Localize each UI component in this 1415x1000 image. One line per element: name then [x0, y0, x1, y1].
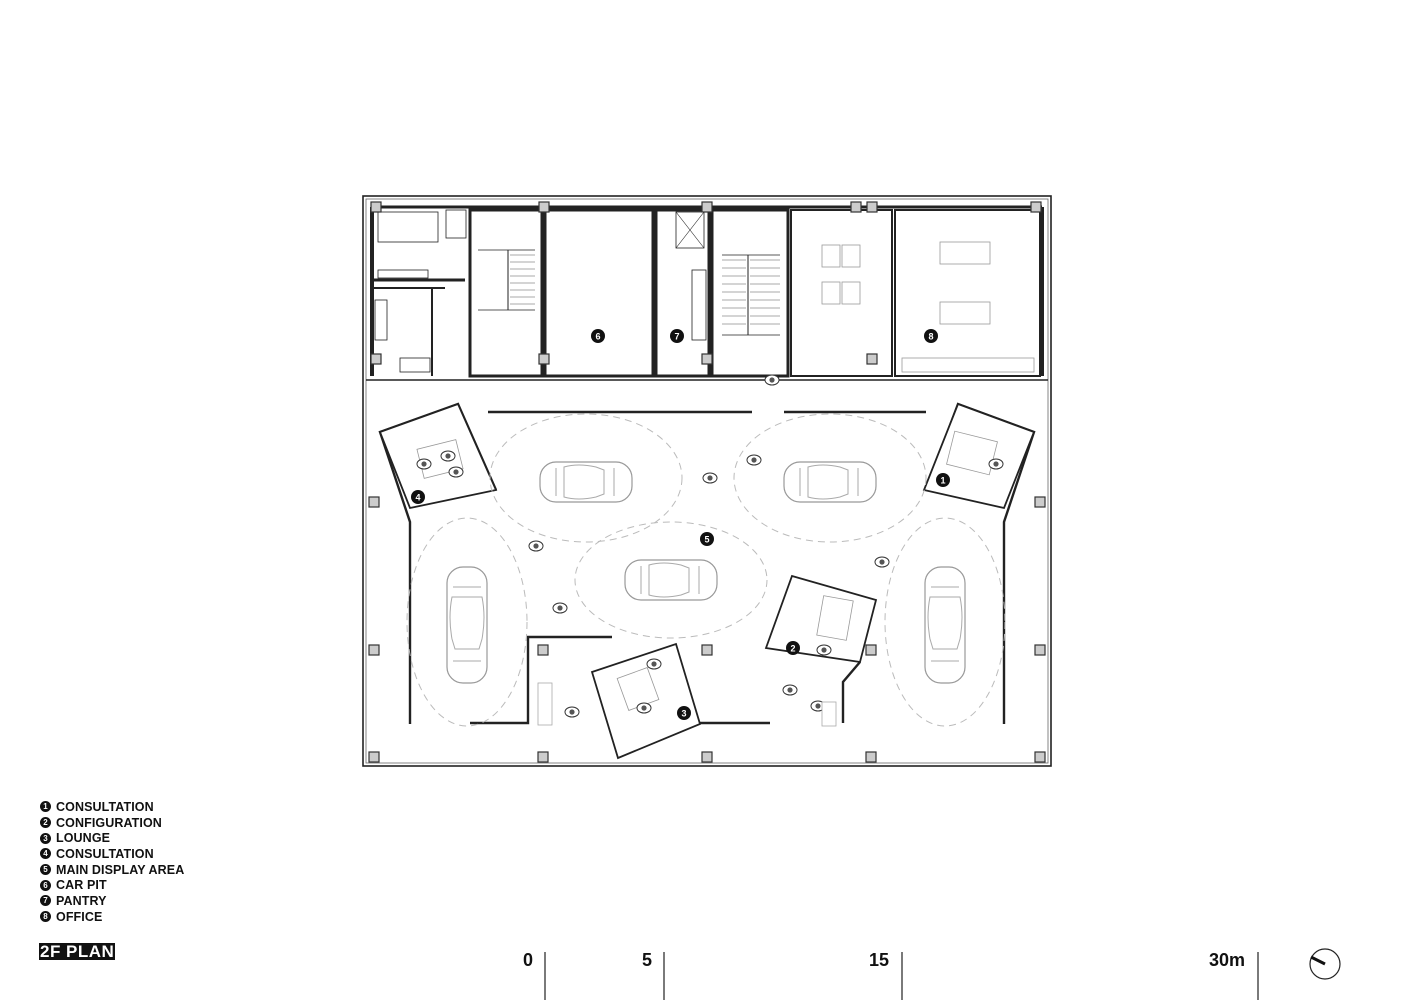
legend-number: 6	[40, 879, 51, 891]
display-zones	[406, 413, 1006, 727]
scale-tick-label: 30m	[1209, 950, 1246, 970]
car-icon	[446, 566, 488, 684]
room-marker-3: 3	[677, 706, 691, 720]
person-icon	[440, 450, 456, 462]
person-icon	[988, 458, 1004, 470]
svg-text:4: 4	[415, 493, 420, 503]
room-marker-7: 7	[670, 329, 684, 343]
legend-number: 2	[40, 817, 51, 829]
room-marker-6: 6	[591, 329, 605, 343]
svg-text:1: 1	[940, 476, 945, 486]
room-marker-4: 4	[411, 490, 425, 504]
svg-text:6: 6	[595, 332, 600, 342]
legend-number: 3	[40, 832, 51, 844]
room-marker-8: 8	[924, 329, 938, 343]
person-icon	[874, 556, 890, 568]
car-icon	[783, 461, 877, 503]
car-icon	[924, 566, 966, 684]
legend-label: CONSULTATION	[56, 846, 154, 861]
stair-treads	[510, 254, 780, 325]
person-icon	[646, 658, 662, 670]
scale-tick-label: 15	[869, 950, 890, 970]
person-icon	[764, 374, 780, 386]
person-icon	[782, 684, 798, 696]
room-marker-2: 2	[786, 641, 800, 655]
scale-tick-label: 5	[642, 950, 653, 970]
people	[416, 374, 1004, 718]
scale-tick-label: 0	[523, 950, 534, 970]
legend-item: 4 CONSULTATION	[40, 846, 184, 862]
person-icon	[564, 706, 580, 718]
booths	[378, 402, 1036, 760]
legend-item: 7 PANTRY	[40, 893, 184, 909]
person-icon	[416, 458, 432, 470]
car-icon	[539, 461, 633, 503]
legend-number: 1	[40, 801, 51, 813]
north-arrow-icon	[1309, 948, 1341, 980]
legend-label: LOUNGE	[56, 831, 111, 846]
plan-title: 2F PLAN	[39, 942, 116, 961]
legend-label: CONSULTATION	[56, 799, 154, 814]
legend-label: PANTRY	[56, 893, 107, 908]
legend-number: 5	[40, 864, 51, 876]
legend-item: 3 LOUNGE	[40, 830, 184, 846]
scale-bar	[544, 952, 1259, 1000]
person-icon	[528, 540, 544, 552]
legend-item: 1 CONSULTATION	[40, 799, 184, 815]
legend-item: 5 MAIN DISPLAY AREA	[40, 862, 184, 878]
legend-label: OFFICE	[56, 909, 103, 924]
office-furniture	[821, 241, 1035, 373]
person-icon	[816, 644, 832, 656]
room-marker-1: 1	[936, 473, 950, 487]
svg-text:8: 8	[928, 332, 933, 342]
svg-text:2: 2	[790, 644, 795, 654]
person-icon	[448, 466, 464, 478]
legend-item: 2 CONFIGURATION	[40, 815, 184, 831]
person-icon	[746, 454, 762, 466]
legend-item: 6 CAR PIT	[40, 877, 184, 893]
legend-label: CAR PIT	[56, 878, 107, 893]
legend-label: MAIN DISPLAY AREA	[56, 862, 185, 877]
legend-label: CONFIGURATION	[56, 815, 162, 830]
svg-text:7: 7	[674, 332, 679, 342]
svg-text:5: 5	[704, 535, 709, 545]
legend-number: 7	[40, 895, 51, 907]
car-icon	[624, 559, 718, 601]
svg-text:3: 3	[681, 709, 686, 719]
legend-item: 8 OFFICE	[40, 909, 184, 925]
legend-number: 8	[40, 911, 51, 923]
legend-number: 4	[40, 848, 51, 860]
room-marker-5: 5	[700, 532, 714, 546]
building-outline	[362, 195, 1052, 767]
person-icon	[552, 602, 568, 614]
person-icon	[702, 472, 718, 484]
person-icon	[636, 702, 652, 714]
